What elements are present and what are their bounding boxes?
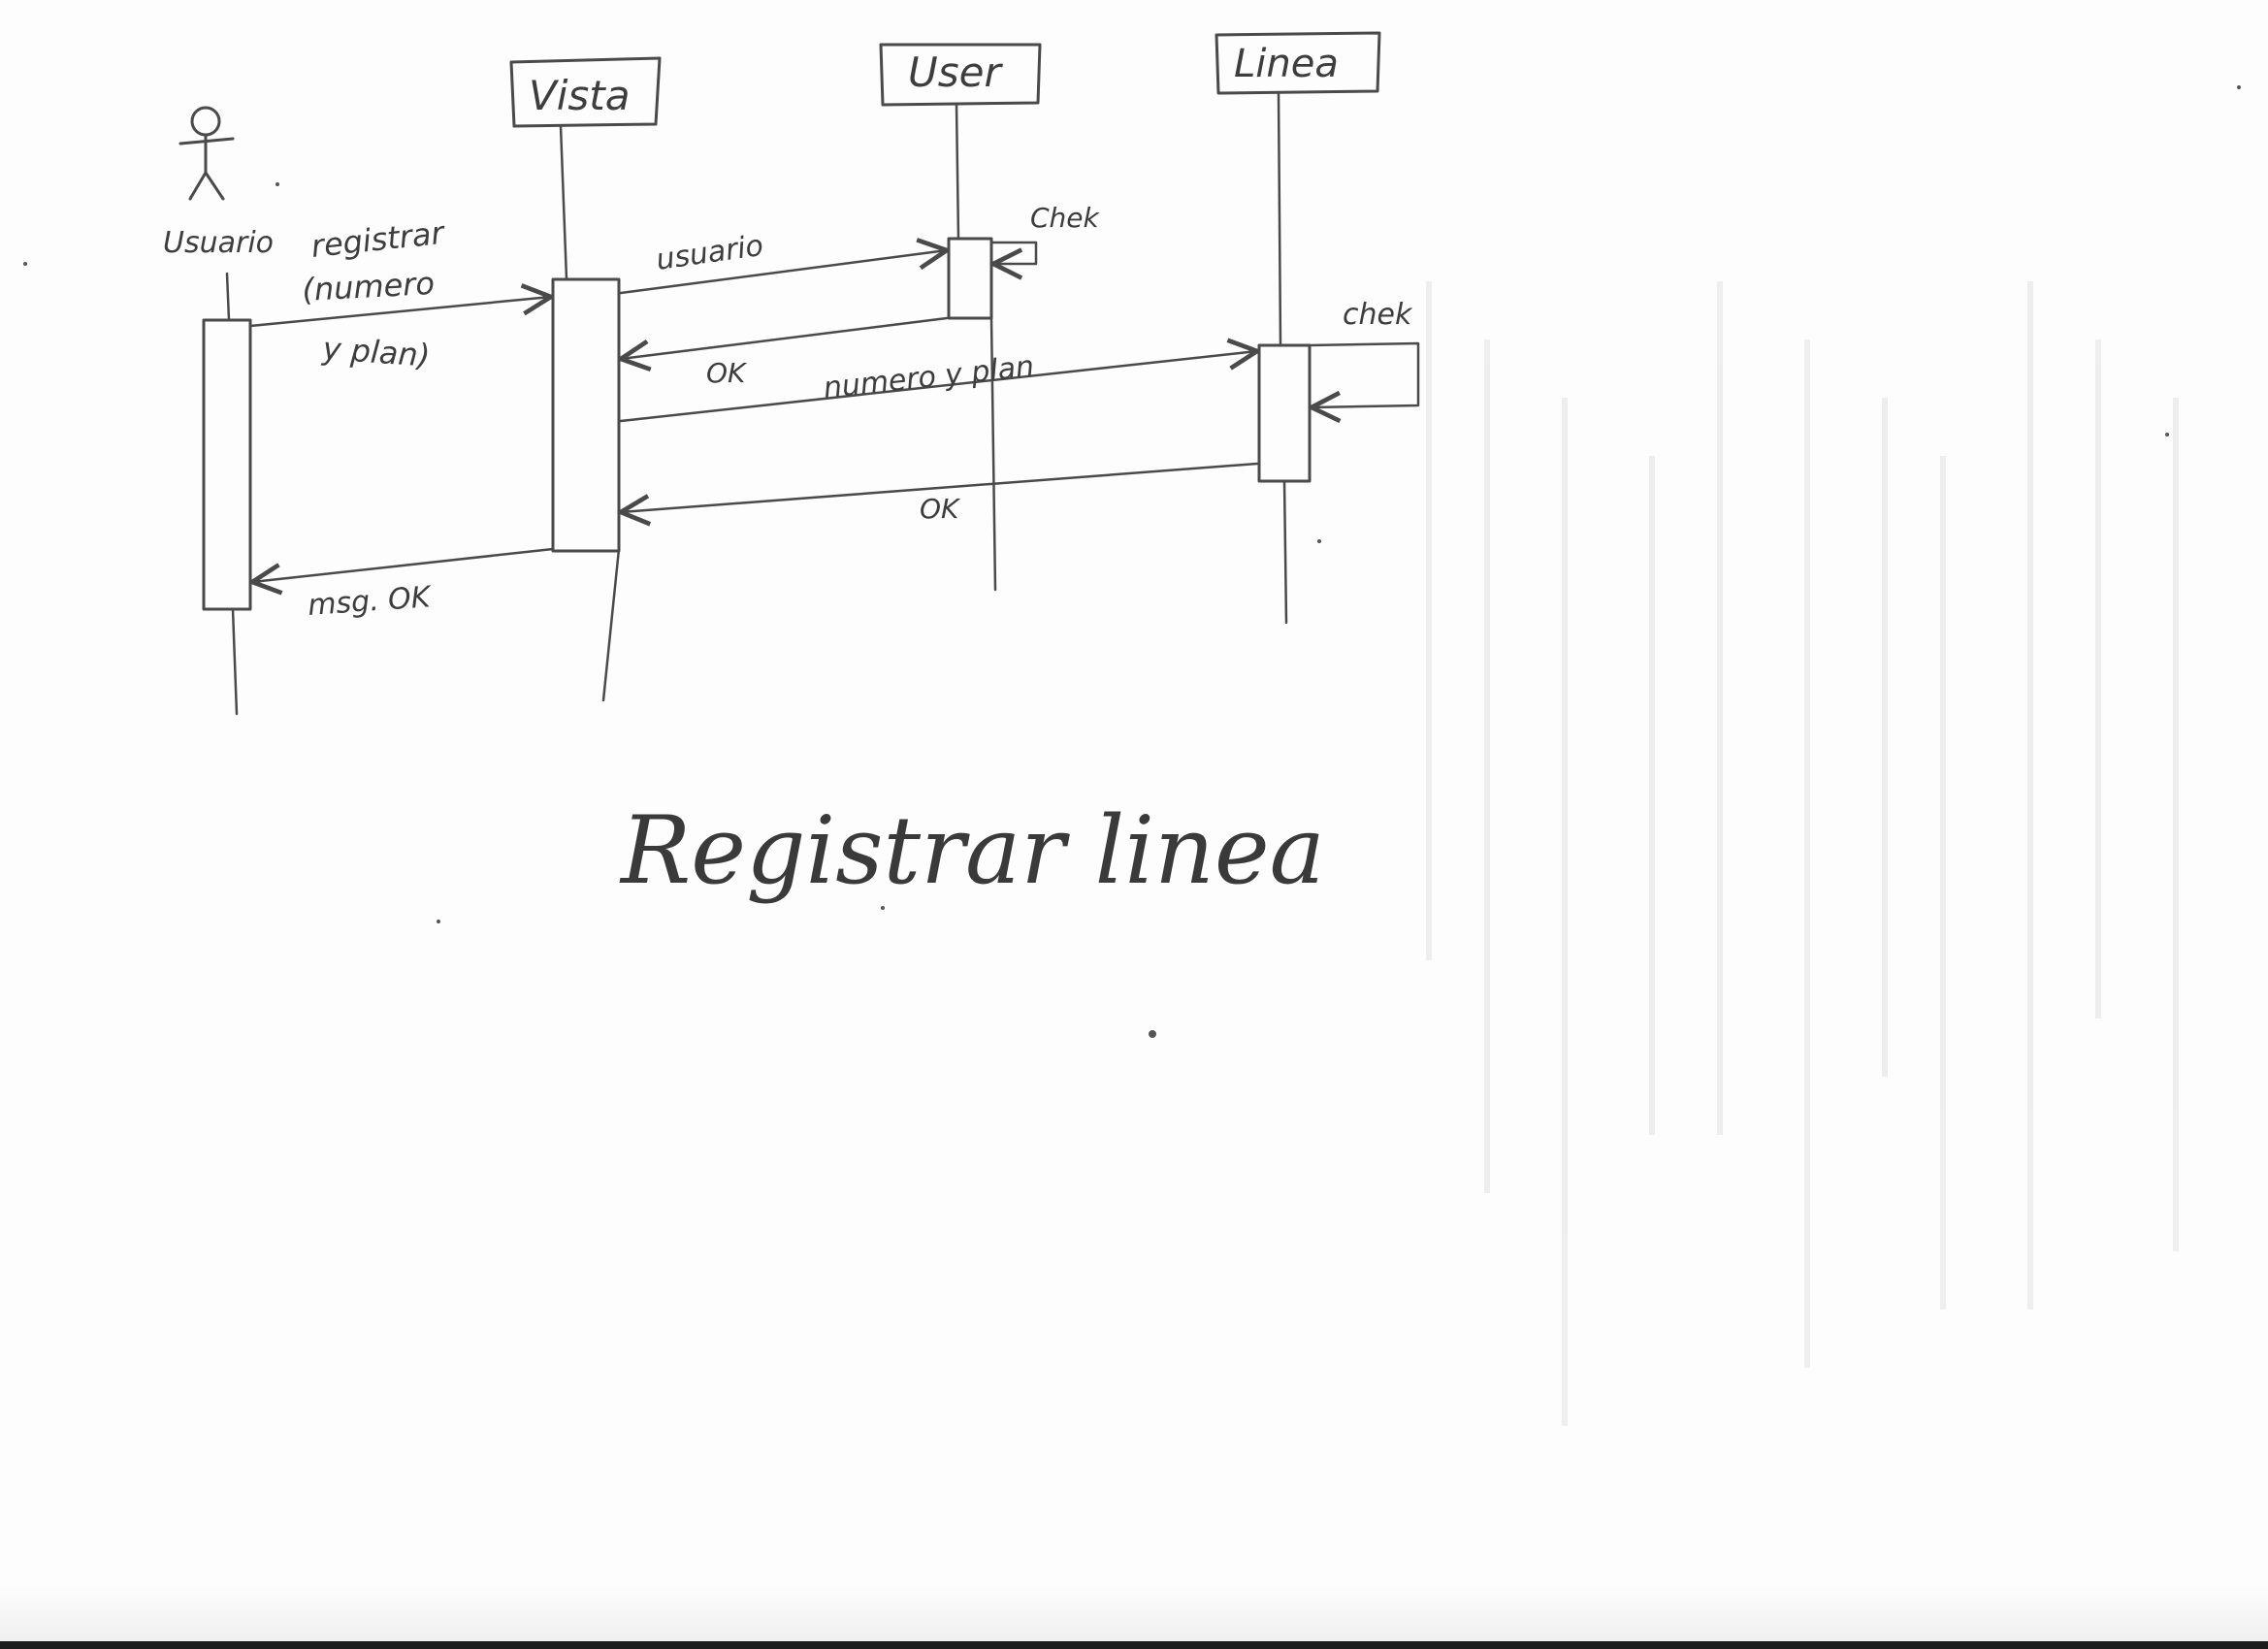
diagram-title: Registrar linea [619, 796, 1325, 905]
message-label: numero y plan [822, 349, 1035, 405]
actor-usuario: Usuario [163, 106, 274, 260]
activation-vista [551, 277, 621, 553]
bleed-stroke [1484, 340, 1490, 1193]
scanner-edge [0, 1641, 2268, 1649]
message-arrow [619, 250, 947, 295]
message-registrar: registrar (numero y plan) [248, 214, 551, 374]
self-call-arrow [989, 241, 1038, 264]
activation-linea [1257, 343, 1312, 483]
self-call-user-check: Chek [989, 202, 1101, 264]
lifeline-user: User [879, 43, 1042, 592]
lifeline-label: User [908, 48, 1003, 96]
self-call-label: Chek [1030, 202, 1101, 234]
message-arrow [619, 351, 1257, 423]
message-msg-ok: msg. OK [252, 547, 555, 623]
bleed-stroke [1649, 456, 1655, 1135]
lifeline-line [955, 103, 997, 592]
message-usuario: usuario [619, 229, 947, 295]
bleed-stroke [2095, 340, 2101, 1018]
message-label: OK [920, 493, 961, 525]
lifeline-box [509, 56, 662, 128]
lifeline-box [1215, 31, 1381, 95]
message-arrow [621, 462, 1259, 512]
stick-figure-icon [178, 106, 235, 201]
bleed-stroke [1717, 281, 1723, 1135]
message-label: OK [706, 357, 748, 389]
bleed-stroke [1804, 340, 1810, 1368]
page-edge-shadow [0, 1587, 2268, 1641]
lifeline-vista: Vista [509, 56, 662, 702]
actor-lifeline [225, 272, 239, 716]
message-arrow [248, 297, 551, 328]
message-label: (numero [301, 265, 435, 308]
bleed-stroke [1882, 398, 1888, 1077]
lifeline-box [879, 43, 1042, 107]
message-ok-linea: OK [621, 462, 1259, 525]
activation-usuario [202, 318, 252, 611]
actor-label: Usuario [163, 226, 274, 260]
bleed-through-texture [1397, 87, 2231, 1523]
lifeline-line [1277, 91, 1288, 625]
message-label: usuario [654, 229, 765, 277]
scan-specks [23, 85, 2241, 1038]
lifeline-line [559, 124, 621, 702]
self-call-arrow [1308, 341, 1420, 407]
message-label: y plan) [320, 330, 431, 374]
bleed-stroke [2027, 281, 2033, 1310]
bleed-stroke [1940, 456, 1946, 1310]
lifeline-label: Vista [529, 72, 631, 119]
message-label: msg. OK [307, 580, 434, 623]
bleed-stroke [1426, 281, 1432, 960]
lifeline-label: Linea [1234, 42, 1339, 86]
bleed-stroke [1562, 398, 1568, 1426]
message-arrow [252, 547, 555, 582]
self-call-label: chek [1343, 298, 1413, 332]
bleed-stroke [2173, 398, 2179, 1251]
lifeline-linea: Linea [1215, 31, 1381, 625]
message-label: registrar [309, 214, 447, 265]
message-ok-user: OK [621, 316, 949, 389]
self-call-linea-check: chek [1308, 298, 1420, 407]
message-arrow [621, 316, 949, 359]
activation-user [947, 237, 993, 320]
